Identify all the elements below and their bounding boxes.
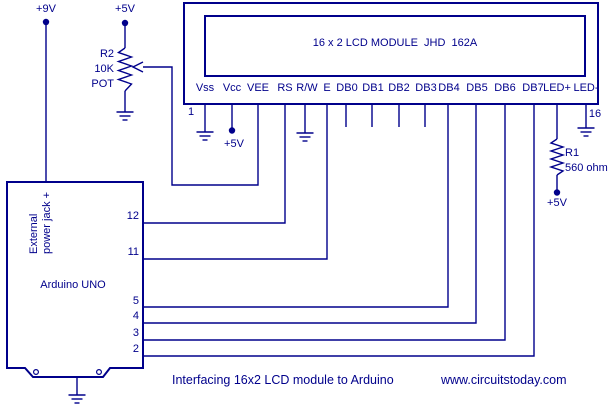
arduino-pin-12: 12 (126, 210, 139, 222)
wire-db5-to-pin4 (143, 104, 477, 324)
lcd-pin-db7: DB7 (522, 82, 544, 94)
arduino-hole-right (95, 369, 102, 376)
ground-arduino (67, 394, 87, 404)
lcd-pin-vee: VEE (246, 82, 269, 94)
r1-value-label: 560 ohm (565, 161, 608, 174)
r1-ref-label: R1 (565, 147, 580, 159)
arduino-name: Arduino UNO (40, 279, 106, 291)
v9-label: +9V (36, 3, 56, 15)
ground-rw (295, 132, 315, 142)
lcd-pin-db6: DB6 (494, 82, 516, 94)
wire-db4-to-pin5 (143, 104, 449, 308)
r2-labels: R2 10K POT (70, 47, 114, 92)
arduino-box (6, 181, 144, 378)
lcd-pin-db0: DB0 (336, 82, 358, 94)
lcd-pin-db2: DB2 (388, 82, 410, 94)
lcd-pin1-number: 1 (187, 106, 195, 118)
v5-r1-node-dot (553, 189, 561, 196)
lcd-pin-vcc: Vcc (222, 82, 242, 94)
lcd-pin-vss: Vss (195, 82, 215, 94)
lcd-pin-db4: DB4 (438, 82, 460, 94)
arduino-pin-4: 4 (132, 310, 139, 322)
wire-wiper-to-vee (143, 66, 259, 186)
ground-pot (115, 111, 135, 121)
website-link[interactable]: www.circuitstoday.com (441, 373, 567, 387)
v5-vcc-label: +5V (224, 138, 244, 150)
power-jack-label-line2: power jack + (41, 191, 53, 254)
r2-value-label: 10K (94, 63, 114, 75)
v5-pot-label: +5V (115, 3, 135, 15)
lcd-inner-box (204, 15, 586, 77)
lcd-pin-e: E (323, 82, 331, 94)
ground-vss (195, 131, 215, 141)
v9-node-dot (42, 18, 50, 26)
wire-rs-to-pin12 (143, 104, 286, 224)
arduino-pin-3: 3 (132, 327, 139, 339)
power-jack-label: External power jack + (28, 192, 54, 254)
arduino-pin-11: 11 (127, 246, 139, 258)
lcd-pin-rw: R/W (296, 82, 318, 94)
arduino-hole-left (32, 369, 39, 376)
lcd-pin-rs: RS (277, 82, 293, 94)
lcd-outer-box (183, 2, 599, 105)
r2-kind-label: POT (91, 78, 114, 90)
vcc-node-dot (228, 127, 236, 134)
r2-ref-label: R2 (99, 48, 114, 60)
lcd-pin-led-plus: LED+ (543, 82, 571, 94)
r1-labels: R1 560 ohm (565, 146, 608, 175)
r2-pot-resistor (116, 47, 134, 92)
power-jack-label-line1: External (28, 213, 40, 254)
diagram-caption: Interfacing 16x2 LCD module to Arduino (172, 373, 394, 387)
r1-resistor (548, 138, 566, 176)
pot-wiper-arrowhead (131, 61, 144, 73)
lcd-title: 16 x 2 LCD MODULE JHD 162A (312, 37, 478, 49)
lcd-pin16-number: 16 (588, 108, 602, 120)
lcd-pin-db5: DB5 (466, 82, 488, 94)
arduino-pin-5: 5 (132, 295, 139, 307)
lcd-pin-db1: DB1 (362, 82, 384, 94)
wire-db7-to-pin2 (143, 104, 535, 357)
wire-e-to-pin11 (143, 104, 328, 260)
arduino-pin-2: 2 (132, 343, 139, 355)
ground-led-minus (576, 127, 596, 137)
v5-pot-node-dot (121, 19, 129, 27)
lcd-pin-led-minus: LED- (573, 82, 599, 94)
lcd-pin-db3: DB3 (415, 82, 437, 94)
v5-r1-label: +5V (547, 197, 567, 209)
wire-db6-to-pin3 (143, 104, 506, 341)
